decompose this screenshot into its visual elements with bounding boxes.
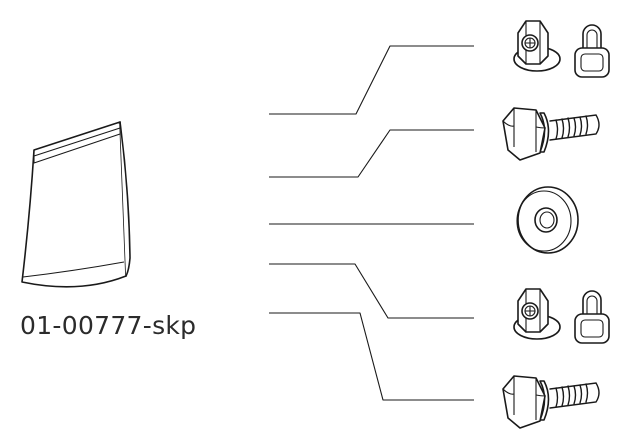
leader-line-4 (269, 263, 474, 319)
bolt-icon (502, 107, 600, 161)
bolt-icon (502, 375, 600, 429)
lock-icon (574, 290, 610, 344)
leader-lines (269, 45, 474, 401)
flange-nut-icon (513, 20, 561, 72)
leader-line-5 (269, 312, 474, 401)
lock-icon (574, 24, 610, 78)
leader-line-1 (269, 45, 474, 115)
leader-line-2 (269, 129, 474, 178)
washer-icon (516, 186, 579, 254)
bag-icon (21, 121, 131, 288)
part-number-label: 01-00777-skp (20, 311, 197, 340)
flange-nut-icon (513, 288, 561, 340)
